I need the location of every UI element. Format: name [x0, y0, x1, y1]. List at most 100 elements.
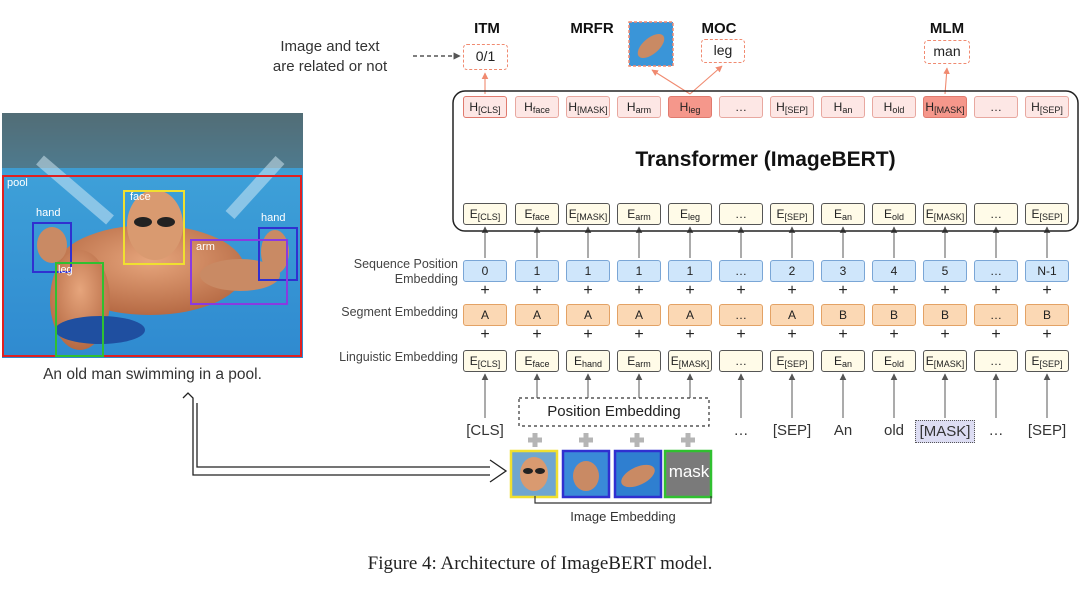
- image-plus-sign: [630, 433, 644, 447]
- region-boxes: pool face hand hand arm leg: [2, 175, 302, 357]
- plus-sign: +: [634, 326, 644, 343]
- hidden-token: Hold: [872, 96, 916, 118]
- itm-label: ITM: [474, 20, 500, 37]
- plus-sign: +: [685, 282, 695, 299]
- photo-to-regions-arrow-inner: [196, 403, 495, 468]
- hidden-token: …: [719, 96, 763, 118]
- linguistic-token: Ehand: [566, 350, 610, 372]
- linguistic-token: E[SEP]: [770, 350, 814, 372]
- segment-cell: A: [770, 304, 814, 326]
- embedding-token: Eold: [872, 203, 916, 225]
- plus-sign: +: [991, 282, 1001, 299]
- input-word: [CLS]: [466, 422, 504, 439]
- swimmer-photo: [2, 113, 303, 358]
- segment-cell: B: [923, 304, 967, 326]
- region-label: face: [130, 191, 151, 203]
- plus-sign: +: [1042, 326, 1052, 343]
- sequence-position-cell: 3: [821, 260, 865, 282]
- plus-sign: +: [532, 282, 542, 299]
- plus-sign: +: [685, 326, 695, 343]
- embedding-token: E[SEP]: [770, 203, 814, 225]
- plus-sign: +: [838, 282, 848, 299]
- mask-label: mask: [668, 462, 710, 481]
- photo-to-regions-arrow-outer: [182, 392, 495, 476]
- hidden-token: Han: [821, 96, 865, 118]
- moc-label: MOC: [701, 20, 737, 37]
- mlm-label: MLM: [929, 20, 965, 37]
- hidden-token: H[SEP]: [770, 96, 814, 118]
- embedding-token: E[SEP]: [1025, 203, 1069, 225]
- input-word: …: [988, 422, 1004, 439]
- hidden-token: H[MASK]: [923, 96, 967, 118]
- image-embedding-bracket: [534, 496, 712, 504]
- plus-sign: +: [583, 326, 593, 343]
- input-word: old: [883, 422, 905, 439]
- region-label: arm: [196, 241, 215, 253]
- segment-cell: A: [617, 304, 661, 326]
- plus-sign: +: [838, 326, 848, 343]
- sequence-position-cell: N-1: [1025, 260, 1069, 282]
- plus-sign: +: [889, 326, 899, 343]
- input-word: …: [733, 422, 749, 439]
- plus-sign: +: [991, 326, 1001, 343]
- plus-sign: +: [480, 282, 490, 299]
- connection-lines: [413, 52, 1051, 418]
- region-label: pool: [7, 177, 28, 189]
- linguistic-token: Ean: [821, 350, 865, 372]
- sequence-position-label: Sequence Position Embedding: [353, 257, 458, 286]
- segment-cell: A: [463, 304, 507, 326]
- region-box: [2, 175, 302, 357]
- region-label: hand: [36, 207, 60, 219]
- segment-cell: B: [1025, 304, 1069, 326]
- segment-cell: …: [719, 304, 763, 326]
- photo-to-regions-arrow-head: [489, 459, 508, 483]
- hidden-token: H[MASK]: [566, 96, 610, 118]
- embedding-token: E[MASK]: [566, 203, 610, 225]
- sequence-position-cell: 5: [923, 260, 967, 282]
- region-box: [55, 262, 104, 357]
- linguistic-token: …: [974, 350, 1018, 372]
- sequence-position-cell: 4: [872, 260, 916, 282]
- hidden-token: H[CLS]: [463, 96, 507, 118]
- plus-sign: +: [583, 282, 593, 299]
- embedding-token: Ean: [821, 203, 865, 225]
- hidden-token: Harm: [617, 96, 661, 118]
- hidden-token: Hleg: [668, 96, 712, 118]
- segment-cell: A: [566, 304, 610, 326]
- mrfr-output-arrow: [651, 69, 691, 95]
- embedding-token: E[CLS]: [463, 203, 507, 225]
- region-box: [190, 239, 288, 305]
- input-word: [SEP]: [772, 422, 812, 439]
- moc-output-arrow: [689, 65, 723, 95]
- linguistic-token: E[MASK]: [923, 350, 967, 372]
- linguistic-token: Earm: [617, 350, 661, 372]
- linguistic-token: Eface: [515, 350, 559, 372]
- linguistic-token: E[SEP]: [1025, 350, 1069, 372]
- segment-cell: B: [821, 304, 865, 326]
- hidden-token: …: [974, 96, 1018, 118]
- transformer-title: Transformer (ImageBERT): [635, 148, 896, 171]
- image-plus-sign: [579, 433, 593, 447]
- region-label: hand: [261, 212, 285, 224]
- image-embedding-label: Image Embedding: [570, 509, 676, 524]
- plus-sign: +: [736, 326, 746, 343]
- linguistic-token: Eold: [872, 350, 916, 372]
- embedding-token: Eleg: [668, 203, 712, 225]
- segment-cell: B: [872, 304, 916, 326]
- sequence-position-cell: …: [974, 260, 1018, 282]
- linguistic-token: E[MASK]: [668, 350, 712, 372]
- sequence-position-cell: 1: [566, 260, 610, 282]
- plus-sign: +: [480, 326, 490, 343]
- mrfr-thumbnail: [628, 21, 674, 67]
- sequence-position-cell: 1: [515, 260, 559, 282]
- itm-output-box: 0/1: [463, 44, 508, 70]
- plus-sign: +: [889, 282, 899, 299]
- input-word: [MASK]: [915, 420, 975, 443]
- image-plus-sign: [681, 433, 695, 447]
- plus-sign: +: [787, 326, 797, 343]
- region-label: leg: [58, 264, 73, 276]
- plus-sign: +: [736, 282, 746, 299]
- embedding-token: …: [719, 203, 763, 225]
- moc-output-box: leg: [701, 39, 745, 63]
